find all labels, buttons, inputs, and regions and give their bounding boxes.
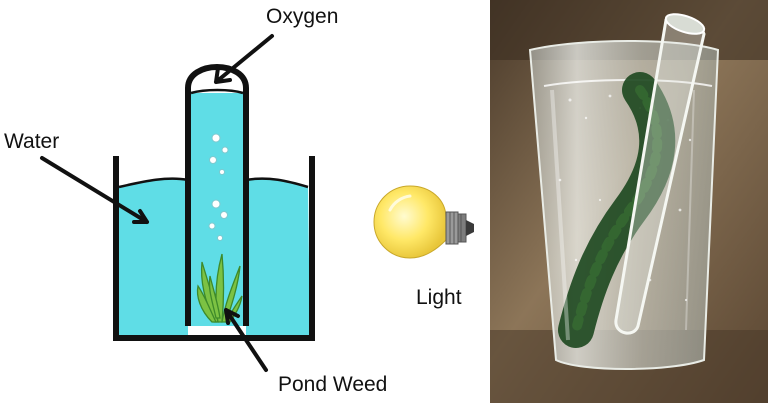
beaker-outline [113,156,315,341]
pond-weed-label: Pond Weed [278,373,388,396]
water-arrow [40,156,149,224]
photo-glass-with-algae-tube [490,0,768,403]
light-label: Light [416,286,462,309]
pond-weed-arrow [224,308,268,372]
water-surface-left [118,177,189,189]
oxygen-arrow [214,34,274,84]
oxygen-gas-boundary [190,88,244,95]
beaker-water-right [246,178,310,336]
bubble-icon [208,133,229,241]
water-surface-right [245,177,309,189]
water-label: Water [4,130,60,153]
annotation-arrows [40,34,274,372]
beaker-water [117,178,188,336]
oxygen-label: Oxygen [266,5,339,28]
light-bulb-icon [373,185,474,259]
pond-weed [196,253,243,323]
